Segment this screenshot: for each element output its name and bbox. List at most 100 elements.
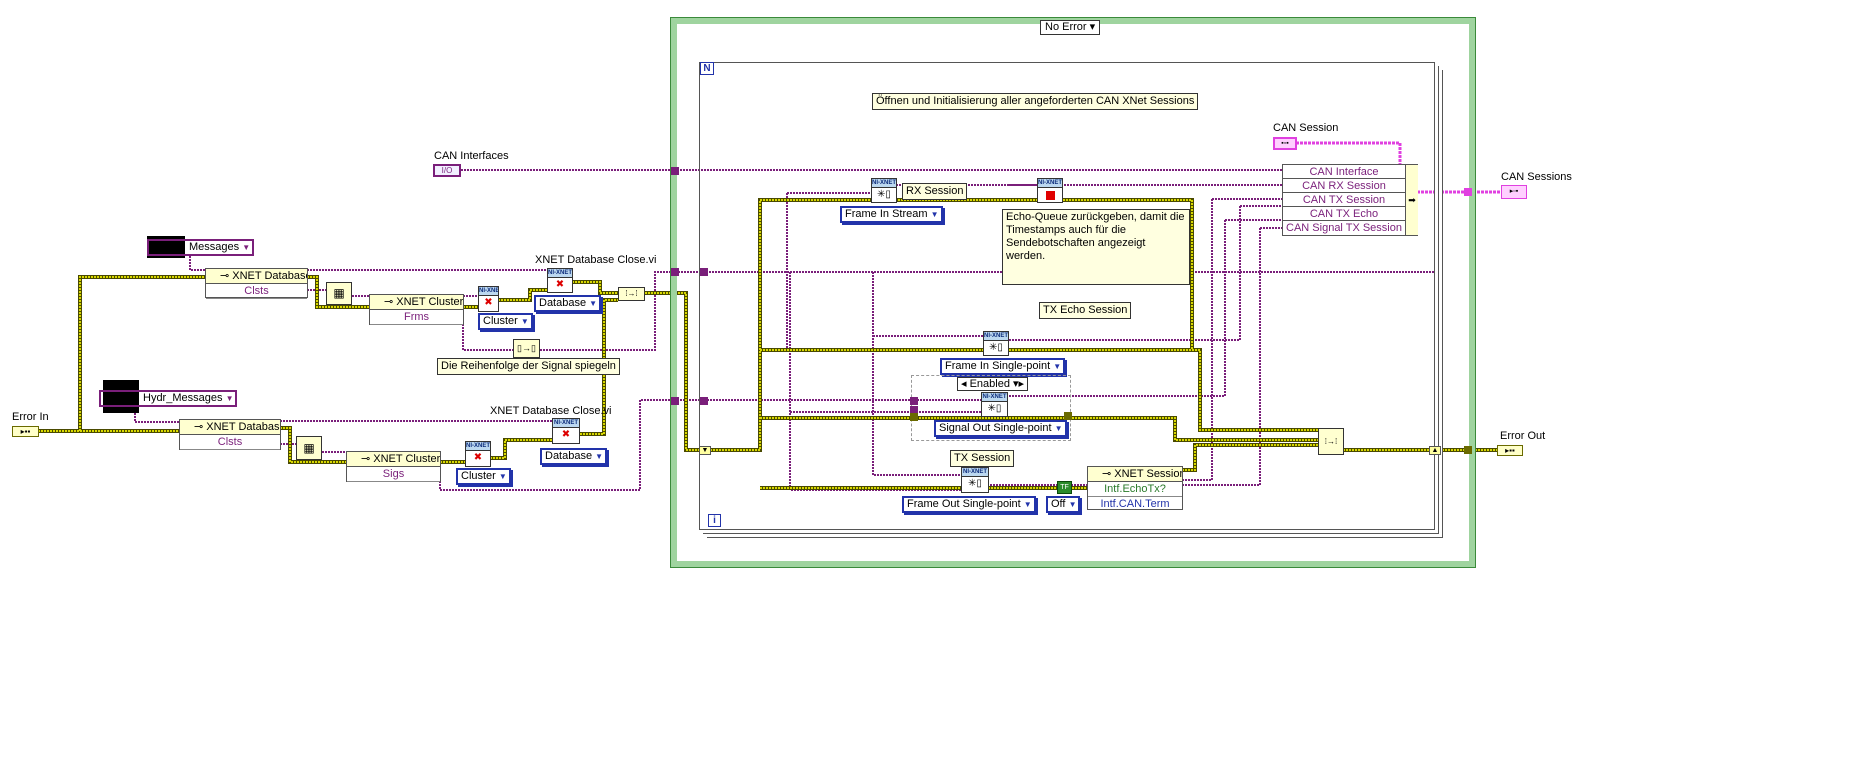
case-selector[interactable]: No Error ▾ <box>1040 20 1101 35</box>
tunnel <box>700 268 708 276</box>
reverse-array-icon[interactable]: ▯→▯ <box>513 339 540 358</box>
hydr-messages-ring-value: Hydr_Messages <box>143 392 223 404</box>
database-close-icon: ✖ <box>561 429 571 440</box>
xnet-cluster-property-node-2[interactable]: ⊸ XNET Cluster Sigs <box>346 451 441 482</box>
xnet-close-database-vi[interactable]: NI-XNET✖ <box>547 268 573 293</box>
database-close-icon: ✖ <box>555 279 565 290</box>
xnet-cluster-property-node-1[interactable]: ⊸ XNET Cluster Frms <box>369 294 464 325</box>
error-in-control[interactable]: ▸▪▪ <box>12 426 39 437</box>
property-node-title: ⊸ XNET Database <box>180 420 280 435</box>
create-session-icon: ✳▯ <box>989 342 1003 353</box>
tunnel <box>910 406 918 414</box>
error-out-label: Error Out <box>1500 430 1546 442</box>
tunnel <box>671 268 679 276</box>
loop-count-terminal[interactable]: N <box>700 62 714 75</box>
comment-echo-queue: Echo-Queue zurückgeben, damit die Timest… <box>1002 209 1190 285</box>
xnet-create-session-tx[interactable]: NI-XNET✳▯ <box>961 467 989 493</box>
xnet-create-session-signal[interactable]: NI-XNET✳▯ <box>981 392 1008 417</box>
close-mode-ring[interactable]: Database▼ <box>540 448 608 465</box>
merge-errors-icon[interactable]: ⁞→⁞ <box>618 287 645 301</box>
create-session-icon: ✳▯ <box>987 403 1002 414</box>
hydr-messages-ring[interactable]: Hydr_Messages▼ <box>99 390 238 407</box>
property-node-title: ⊸ XNET Cluster <box>370 295 463 310</box>
can-interfaces-label: CAN Interfaces <box>434 150 509 162</box>
property-node-title: ⊸ XNET Cluster <box>347 452 440 467</box>
for-loop[interactable] <box>699 62 1435 530</box>
bundle-field[interactable]: CAN TX Session <box>1283 193 1405 207</box>
bundle-arrow-icon: ➡ <box>1405 165 1418 235</box>
redacted-block <box>103 380 139 413</box>
tx-mode-ring[interactable]: Frame Out Single-point▼ <box>902 496 1036 513</box>
can-interfaces-control[interactable]: I/O <box>433 164 461 177</box>
rx-mode-ring[interactable]: Frame In Stream▼ <box>840 206 943 223</box>
bundle-field[interactable]: CAN Interface <box>1283 165 1405 179</box>
can-session-label: CAN Session <box>1273 122 1339 134</box>
xnet-database-property-node-2[interactable]: ⊸ XNET Database Clsts <box>179 419 281 450</box>
xnet-create-session-tx-echo[interactable]: NI-XNET✳▯ <box>983 331 1009 356</box>
shift-register-left[interactable]: ▼ <box>699 446 711 455</box>
tunnel <box>671 167 679 175</box>
boolean-constant[interactable]: TF <box>1057 481 1072 494</box>
property-can-term[interactable]: Intf.CAN.Term <box>1100 498 1170 510</box>
create-session-icon: ✳▯ <box>968 478 982 489</box>
error-out-indicator[interactable]: ▸▪▪ <box>1497 445 1523 456</box>
tunnel <box>910 397 918 405</box>
comment-mirror-signals: Die Reihenfolge der Signal spiegeln <box>437 358 620 375</box>
xnet-create-session-rx[interactable]: NI-XNET✳▯ <box>871 178 897 203</box>
close-vi-label: XNET Database Close.vi <box>535 254 657 266</box>
index-array-icon[interactable]: ▦ <box>296 436 322 460</box>
can-sessions-label: CAN Sessions <box>1501 171 1572 183</box>
messages-ring-value: Messages <box>189 241 240 253</box>
messages-ring[interactable]: Messages▼ <box>147 239 255 256</box>
xnet-close-cluster-vi[interactable]: NI-XNET✖ <box>478 286 499 312</box>
signal-mode-ring[interactable]: Signal Out Single-point▼ <box>934 420 1067 437</box>
tunnel <box>671 397 679 405</box>
tunnel <box>1064 412 1072 420</box>
tx-echo-mode-ring[interactable]: Frame In Single-point▼ <box>940 358 1066 375</box>
shift-register-right[interactable]: ▲ <box>1429 446 1441 455</box>
bundle-by-name[interactable]: CAN Interface CAN RX Session CAN TX Sess… <box>1282 164 1418 236</box>
xnet-session-property-node[interactable]: ⊸ XNET Session Intf.EchoTx? Intf.CAN.Ter… <box>1087 466 1183 510</box>
property-echo-tx[interactable]: Intf.EchoTx? <box>1088 482 1182 497</box>
close-mode-ring[interactable]: Cluster▼ <box>456 468 511 485</box>
wire-hydr <box>134 413 179 423</box>
comment-init-sessions: Öffnen und Initialisierung aller angefor… <box>872 93 1199 110</box>
wire-sigs <box>439 399 985 491</box>
property-clsts[interactable]: Clsts <box>180 435 280 450</box>
can-session-constant[interactable]: ▪▫▪ <box>1273 137 1297 150</box>
rx-session-label: RX Session <box>902 183 968 200</box>
database-close-icon: ✖ <box>484 297 493 308</box>
property-node-title: ⊸ XNET Database <box>206 269 307 284</box>
create-session-icon: ✳▯ <box>877 189 891 200</box>
can-sessions-indicator[interactable]: ▸▫▪ <box>1501 185 1527 199</box>
index-array-icon[interactable]: ▦ <box>326 282 352 305</box>
property-frms[interactable]: Frms <box>370 310 463 325</box>
wire-frms <box>462 271 700 351</box>
case-selector-value: No Error <box>1045 21 1087 33</box>
bundle-field[interactable]: CAN RX Session <box>1283 179 1405 193</box>
xnet-close-database-vi[interactable]: NI-XNET✖ <box>552 418 580 444</box>
merge-errors-icon[interactable]: ⁞→⁞ <box>1318 428 1344 455</box>
bundle-field[interactable]: CAN TX Echo <box>1283 207 1405 221</box>
error-in-label: Error In <box>12 411 49 423</box>
wire-messages <box>189 256 205 271</box>
disable-selector[interactable]: ◂ Enabled ▾▸ <box>957 377 1029 391</box>
termination-ring[interactable]: Off▼ <box>1046 496 1081 513</box>
loop-iteration-terminal: i <box>708 514 721 527</box>
close-mode-ring[interactable]: Cluster▼ <box>478 313 533 330</box>
property-clsts[interactable]: Clsts <box>206 284 307 299</box>
tunnel <box>700 397 708 405</box>
redacted-block <box>147 236 185 258</box>
xnet-database-property-node-1[interactable]: ⊸ XNET Database Clsts <box>205 268 308 299</box>
property-sigs[interactable]: Sigs <box>347 467 440 482</box>
close-mode-ring[interactable]: Database▼ <box>534 295 602 312</box>
stop-icon <box>1045 191 1055 200</box>
tx-echo-session-label: TX Echo Session <box>1039 302 1132 319</box>
xnet-close-cluster-vi[interactable]: NI-XNET✖ <box>465 441 491 467</box>
bundle-field[interactable]: CAN Signal TX Session <box>1286 222 1402 234</box>
tunnel <box>1464 446 1472 454</box>
xnet-clear-session[interactable]: NI-XNET <box>1037 178 1063 203</box>
wire-can-session <box>1296 141 1402 164</box>
property-node-title: ⊸ XNET Session <box>1088 467 1182 482</box>
